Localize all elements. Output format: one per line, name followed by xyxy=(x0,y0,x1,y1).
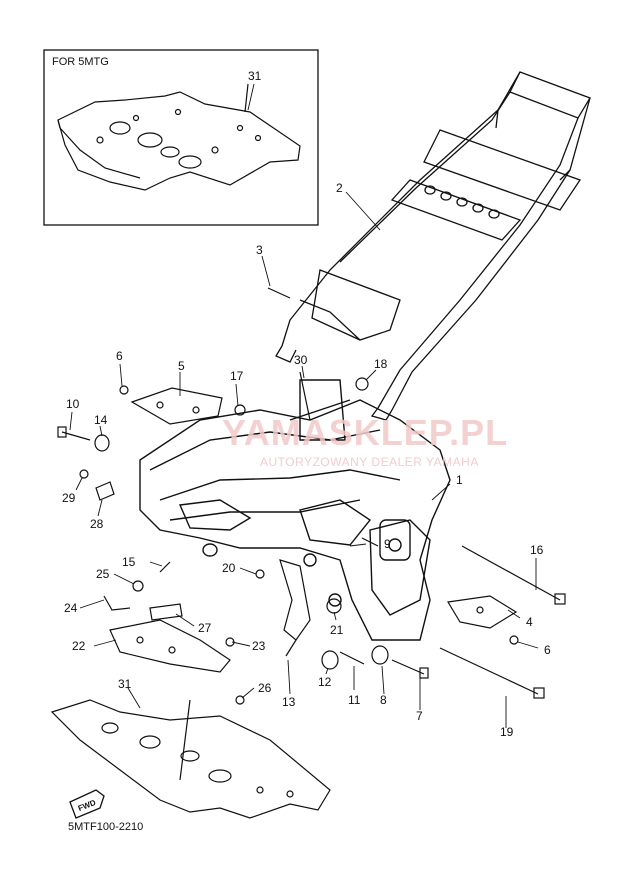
callout-18: 18 xyxy=(374,357,388,371)
small-parts xyxy=(57,287,566,705)
callout-23: 23 xyxy=(252,639,266,653)
inset-box xyxy=(43,49,319,226)
callout-19: 19 xyxy=(500,725,514,739)
callout-25: 25 xyxy=(96,567,110,581)
callout-21: 21 xyxy=(330,623,344,637)
callout-1: 1 xyxy=(456,473,463,487)
inset-under-guard xyxy=(57,83,301,191)
drawing-code: 5MTF100-2210 xyxy=(68,821,144,833)
watermark-main: YAMASKLEP.PL xyxy=(222,412,509,453)
fwd-arrow-icon xyxy=(69,789,105,819)
callout-3: 3 xyxy=(256,243,263,257)
callout-15: 15 xyxy=(122,555,136,569)
callout-11: 11 xyxy=(348,693,361,707)
callout-27: 27 xyxy=(198,621,212,635)
watermark-sub: AUTORYZOWANY DEALER YAMAHA xyxy=(260,455,479,469)
callout-20: 20 xyxy=(222,561,236,575)
callout-12: 12 xyxy=(318,675,332,689)
callout-13: 13 xyxy=(282,695,296,709)
callout-2: 2 xyxy=(336,181,343,195)
main-frame xyxy=(139,379,451,641)
callout-30: 30 xyxy=(294,353,308,367)
callout-24: 24 xyxy=(64,601,78,615)
callout-4: 4 xyxy=(526,615,533,629)
callout-14: 14 xyxy=(94,413,108,427)
inset-caption: FOR 5MTG xyxy=(52,56,109,68)
lower-under-guard xyxy=(50,699,331,819)
callout-7: 7 xyxy=(416,709,423,723)
callout-16: 16 xyxy=(530,543,544,557)
callout-9: 9 xyxy=(384,537,391,551)
leader-lines xyxy=(69,83,539,728)
callout-8: 8 xyxy=(380,693,387,707)
inset-callout-31: 31 xyxy=(248,69,262,83)
callout-5: 5 xyxy=(178,359,185,373)
callout-26: 26 xyxy=(258,681,272,695)
callout-22: 22 xyxy=(72,639,86,653)
callout-6a: 6 xyxy=(116,349,123,363)
callout-28: 28 xyxy=(90,517,104,531)
rear-subframe xyxy=(275,71,591,421)
callout-10: 10 xyxy=(66,397,80,411)
callout-6b: 6 xyxy=(544,643,551,657)
callout-29: 29 xyxy=(62,491,76,505)
callout-31: 31 xyxy=(118,677,132,691)
callout-17: 17 xyxy=(230,369,244,383)
